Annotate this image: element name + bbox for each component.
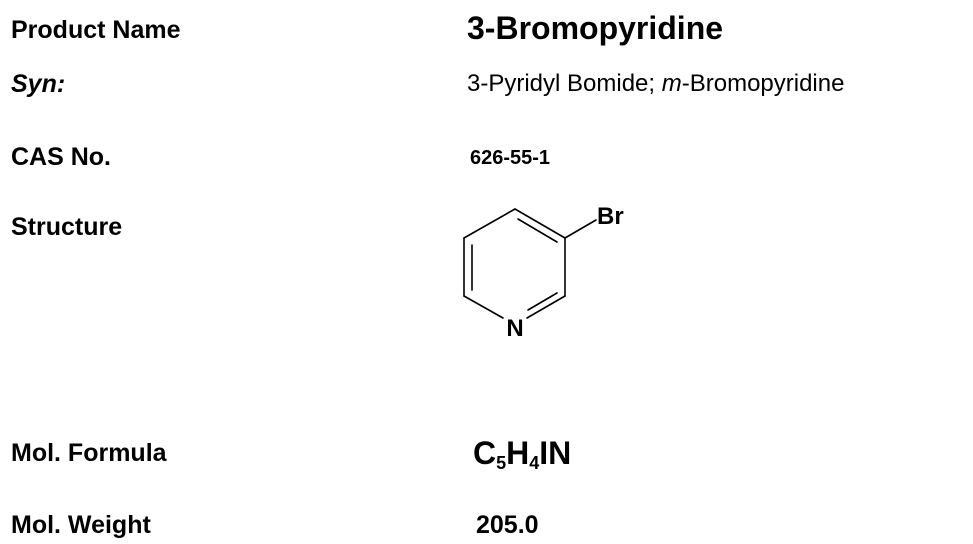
molecular-weight-label: Mol. Weight xyxy=(11,511,151,539)
formula-subscript: 5 xyxy=(496,453,507,473)
substituent-bond xyxy=(564,219,597,239)
formula-part: IN xyxy=(539,435,572,471)
product-name-label: Product Name xyxy=(11,16,181,44)
product-name-value: 3-Bromopyridine xyxy=(467,10,724,46)
ring-bond xyxy=(463,295,504,319)
molecular-formula-value: C5H4IN xyxy=(473,435,572,472)
synonym-prefix: 3-Pyridyl Bomide; xyxy=(467,70,662,97)
bromine-atom-label: Br xyxy=(597,203,624,230)
double-bond-inner xyxy=(527,292,558,311)
formula-part: H xyxy=(506,435,530,471)
ring-bond xyxy=(526,295,566,319)
double-bond-inner xyxy=(517,218,558,243)
synonym-italic-prefix: m xyxy=(661,70,682,97)
synonyms-label: Syn: xyxy=(11,70,66,98)
molecular-weight-value: 205.0 xyxy=(476,511,539,539)
molecular-formula-label: Mol. Formula xyxy=(11,439,167,467)
chemical-structure-diagram: Br N xyxy=(463,203,624,342)
structure-label: Structure xyxy=(11,213,123,241)
formula-part: C xyxy=(473,435,497,471)
synonyms-value: 3-Pyridyl Bomide; m-Bromopyridine xyxy=(467,72,844,96)
cas-number-label: CAS No. xyxy=(11,143,111,171)
ring-bond xyxy=(514,208,566,239)
nitrogen-atom-label: N xyxy=(506,315,523,342)
ring-bond xyxy=(463,208,516,239)
synonym-suffix: -Bromopyridine xyxy=(681,70,845,97)
cas-number-value: 626-55-1 xyxy=(470,147,551,169)
formula-subscript: 4 xyxy=(529,453,540,473)
